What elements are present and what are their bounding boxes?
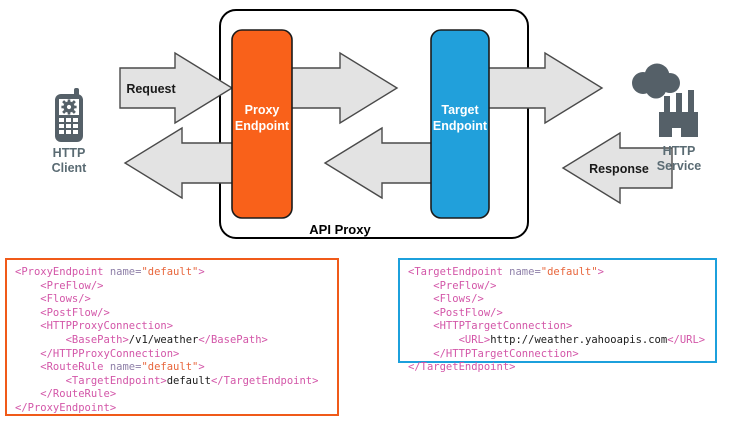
code-line: <Flows/> bbox=[408, 293, 484, 306]
code-line: </HTTPTargetConnection> bbox=[408, 347, 579, 360]
code-line: </RouteRule> bbox=[15, 388, 117, 401]
code-line: <PreFlow/> bbox=[15, 279, 104, 292]
response-arrow-label: Response bbox=[589, 162, 649, 176]
mobile-phone-gear-icon bbox=[55, 88, 83, 142]
code-line: <ProxyEndpoint name="default"> bbox=[15, 266, 205, 278]
code-line: <Flows/> bbox=[15, 293, 91, 306]
proxy-endpoint-box[interactable] bbox=[231, 29, 293, 219]
code-line: <BasePath>/v1/weather</BasePath> bbox=[15, 333, 268, 346]
code-line: <TargetEndpoint>default</TargetEndpoint> bbox=[15, 374, 319, 387]
api-proxy-flow-diagram: Proxy Endpoint Target Endpoint Request R… bbox=[52, 9, 702, 239]
code-line: <PostFlow/> bbox=[15, 306, 110, 319]
service-to-target-arrow bbox=[561, 131, 673, 205]
code-line: <TargetEndpoint name="default"> bbox=[408, 266, 604, 278]
target-endpoint-box[interactable] bbox=[430, 29, 490, 219]
http-client-label-line2: Client bbox=[52, 161, 88, 175]
code-line: <HTTPTargetConnection> bbox=[408, 320, 573, 333]
http-service-label-line1: HTTP bbox=[663, 144, 696, 158]
request-arrow bbox=[119, 51, 234, 125]
code-line: <HTTPProxyConnection> bbox=[15, 320, 174, 333]
target-to-service-arrow bbox=[486, 51, 604, 125]
code-line: <PostFlow/> bbox=[408, 306, 503, 319]
proxy-to-target-arrow bbox=[287, 51, 399, 125]
code-line: </TargetEndpoint> bbox=[408, 361, 516, 374]
code-line: </ProxyEndpoint> bbox=[15, 401, 117, 414]
code-line: <URL>http://weather.yahooapis.com</URL> bbox=[408, 333, 706, 346]
proxy-endpoint-label-line2: Endpoint bbox=[235, 119, 290, 133]
target-endpoint-label-line2: Endpoint bbox=[433, 119, 488, 133]
cloud-factory-icon bbox=[632, 63, 698, 137]
target-endpoint-label-line1: Target bbox=[441, 103, 479, 117]
request-arrow-label: Request bbox=[126, 82, 176, 96]
http-client-label-line1: HTTP bbox=[53, 146, 86, 160]
code-line: <PreFlow/> bbox=[408, 279, 497, 292]
code-line: <RouteRule name="default"> bbox=[15, 361, 205, 374]
target-endpoint-code-block: <TargetEndpoint name="default"> <PreFlow… bbox=[398, 258, 717, 373]
api-proxy-label: API Proxy bbox=[309, 222, 371, 237]
proxy-endpoint-code-block: <ProxyEndpoint name="default"> <PreFlow/… bbox=[5, 258, 339, 416]
code-line: </HTTPProxyConnection> bbox=[15, 347, 180, 360]
http-service-label-line2: Service bbox=[657, 159, 702, 173]
proxy-endpoint-label-line1: Proxy bbox=[245, 103, 280, 117]
